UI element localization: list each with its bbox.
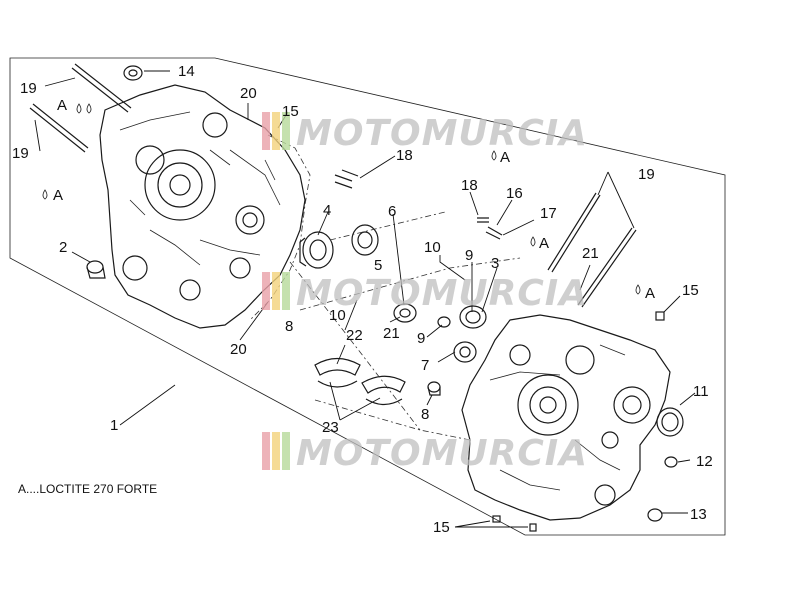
bushing-8: [427, 381, 441, 396]
watermark-stripe: [262, 432, 270, 470]
loctite-drop-markers: [42, 103, 641, 295]
callout-5: 5: [374, 257, 382, 274]
callout-9: 9: [465, 247, 473, 264]
bearing-4: [299, 231, 334, 269]
bearing-3: [459, 305, 487, 329]
drop-icon: [42, 189, 48, 200]
callout-a: A: [500, 149, 510, 166]
callout-labels: 19 14 A 19 A 20 15 18 4 6 2 5 8 10 20 22…: [12, 63, 713, 536]
callout-13: 13: [690, 506, 707, 523]
diagram-frame: [9, 57, 726, 536]
callout-8: 8: [285, 318, 293, 335]
oil-seal-14: [123, 65, 143, 81]
callout-10: 10: [329, 307, 346, 324]
callout-a: A: [57, 97, 67, 114]
callout-18: 18: [461, 177, 478, 194]
stud-19-left-a: [71, 63, 132, 113]
callout-15: 15: [682, 282, 699, 299]
stud-19-right-a: [547, 192, 601, 273]
seal-21-middle: [393, 303, 417, 323]
callout-14: 14: [178, 63, 195, 80]
loctite-legend: A....LOCTITE 270 FORTE: [18, 482, 157, 496]
assembly-lines: [289, 211, 521, 441]
callout-21: 21: [582, 245, 599, 262]
callout-20: 20: [240, 85, 257, 102]
right-crankcase-half: [461, 314, 671, 521]
watermark-stripe: [262, 112, 270, 150]
callout-11: 11: [693, 383, 709, 400]
callout-1: 1: [110, 417, 118, 434]
callout-8: 8: [421, 406, 429, 423]
drop-icon: [76, 103, 92, 114]
watermark-stripe: [282, 432, 290, 470]
callout-21: 21: [383, 325, 400, 342]
seal-11: [656, 407, 684, 437]
watermark-text: MOTOMURCIA: [296, 433, 588, 474]
left-crankcase-half: [99, 84, 306, 329]
callout-12: 12: [696, 453, 713, 470]
callout-23: 23: [322, 419, 339, 436]
callout-15: 15: [282, 103, 299, 120]
seal-12: [664, 456, 678, 468]
watermark-text: MOTOMURCIA: [296, 113, 588, 154]
callout-6: 6: [388, 203, 396, 220]
callout-a: A: [539, 235, 549, 252]
watermark-text: MOTOMURCIA: [296, 273, 588, 314]
callout-10: 10: [424, 239, 441, 256]
callout-7: 7: [421, 357, 429, 374]
callout-19: 19: [20, 80, 37, 97]
callout-9: 9: [417, 330, 425, 347]
bearing-shells-22-23: [314, 357, 406, 406]
callout-17: 17: [540, 205, 557, 222]
callout-19: 19: [638, 166, 655, 183]
watermark-stripe: [272, 272, 280, 310]
drop-icon: [530, 236, 536, 247]
watermark-stripe: [262, 272, 270, 310]
watermark-stripe: [282, 272, 290, 310]
callout-2: 2: [59, 239, 67, 256]
stud-19-left-b: [29, 103, 89, 153]
bushing-2: [86, 260, 106, 279]
callout-15: 15: [433, 519, 450, 536]
watermark-stripe: [282, 112, 290, 150]
watermark-bottom: MOTOMURCIA: [262, 432, 588, 474]
bearing-6: [351, 224, 379, 256]
callout-22: 22: [346, 327, 363, 344]
watermark-stripe: [272, 432, 280, 470]
callout-20: 20: [230, 341, 247, 358]
callout-a: A: [645, 285, 655, 302]
callout-4: 4: [323, 202, 331, 219]
drop-icon: [635, 284, 641, 295]
watermark-top: MOTOMURCIA: [262, 112, 588, 154]
seal-13: [647, 508, 663, 522]
callout-3: 3: [491, 255, 499, 272]
callout-18: 18: [396, 147, 413, 164]
drop-icon: [491, 150, 497, 161]
bearing-7: [453, 341, 477, 363]
callout-19: 19: [12, 145, 29, 162]
small-fasteners: [334, 169, 665, 532]
washer-9: [437, 316, 451, 328]
stud-19-set: [29, 63, 637, 308]
callout-16: 16: [506, 185, 523, 202]
callout-a: A: [53, 187, 63, 204]
stud-19-right-b: [577, 227, 637, 308]
watermark-stripe: [272, 112, 280, 150]
watermark-middle: MOTOMURCIA: [262, 272, 588, 314]
leader-lines: [34, 70, 696, 528]
